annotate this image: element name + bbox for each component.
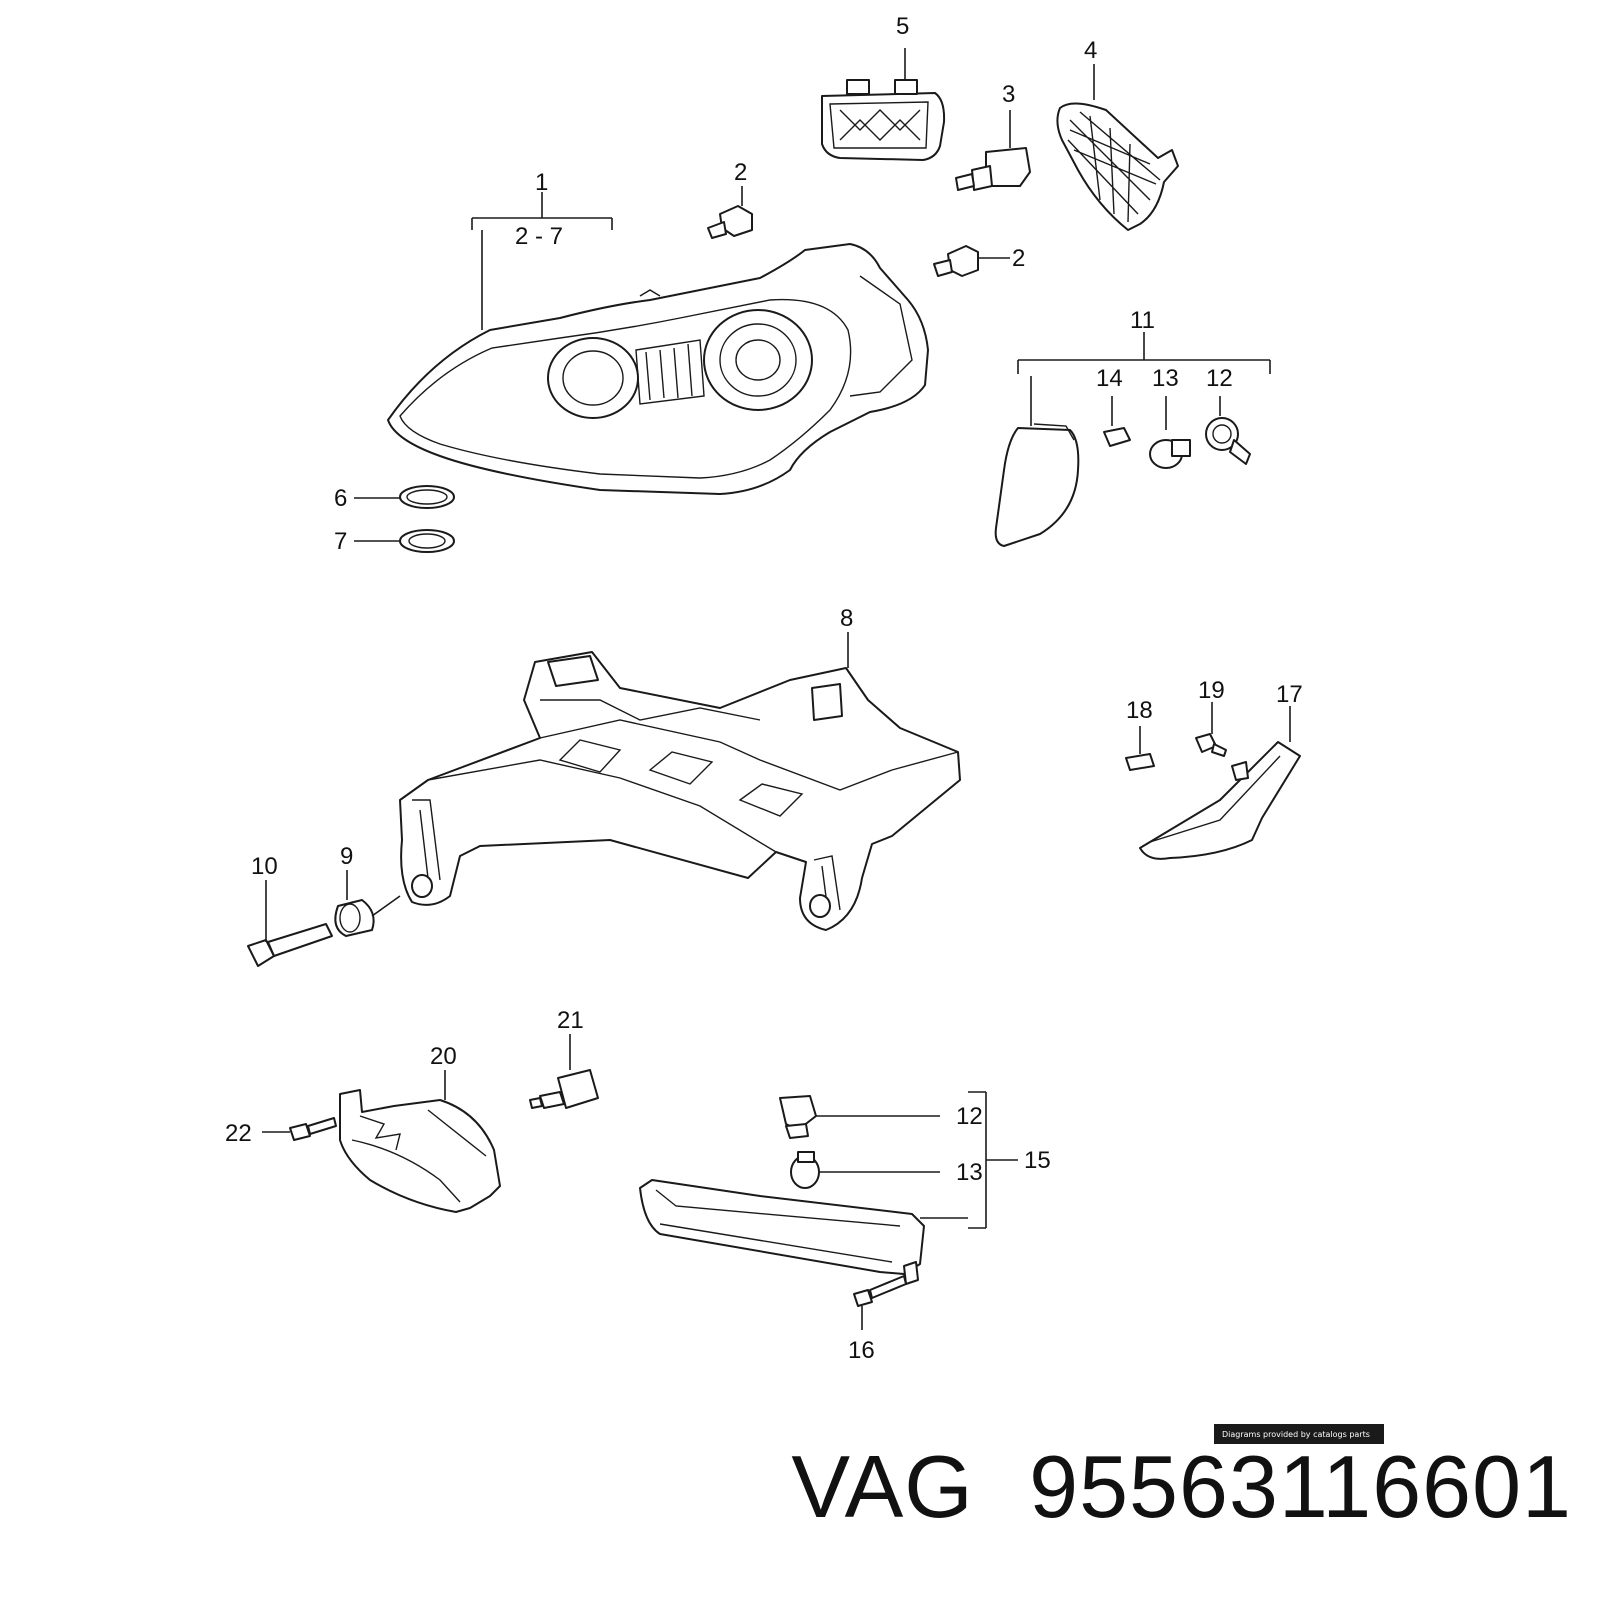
callout-2b: 2 (1012, 245, 1025, 272)
part-number: 95563116601 (1029, 1437, 1572, 1536)
callout-21: 21 (557, 1007, 584, 1034)
part-number-caption: VAG 95563116601 (791, 1443, 1572, 1531)
part-5-cover (821, 79, 946, 161)
callout-13b: 13 (956, 1159, 983, 1186)
callout-18: 18 (1126, 697, 1153, 724)
part-9-bushing (334, 870, 401, 937)
callout-22: 22 (225, 1120, 252, 1147)
callout-20: 20 (430, 1043, 457, 1070)
part-7-cap (354, 529, 455, 553)
part-21-bulb (529, 1034, 599, 1109)
callout-11: 11 (1130, 307, 1155, 334)
part-14-bulb (1103, 427, 1131, 447)
part-16-screw (853, 1275, 907, 1330)
callout-19: 19 (1198, 677, 1225, 704)
callout-6: 6 (334, 485, 347, 512)
callout-9: 9 (340, 843, 353, 870)
part-13-bulb (1149, 439, 1191, 469)
callout-15: 15 (1024, 1147, 1051, 1174)
part-22-screw (262, 1117, 337, 1141)
callout-10: 10 (251, 853, 278, 880)
credit-badge: Diagrams provided by catalogs parts (1214, 1424, 1384, 1444)
callout-16: 16 (848, 1337, 875, 1364)
part-6-cap (354, 485, 455, 509)
callout-labels: 5 4 3 2 2 1 2 - 7 6 7 11 14 13 12 8 18 1… (225, 13, 1303, 1364)
callout-1-bracket (471, 192, 613, 330)
part-15-lamp (639, 1179, 925, 1285)
part-12-socket (1205, 417, 1251, 465)
brand-name: VAG (791, 1437, 974, 1536)
callout-3: 3 (1002, 81, 1015, 108)
callout-5: 5 (896, 13, 909, 40)
callout-4: 4 (1084, 37, 1097, 64)
callout-1: 1 (535, 169, 548, 196)
part-20-fog-lamp (339, 1070, 501, 1213)
credit-text: Diagrams provided by catalogs parts (1222, 1430, 1370, 1439)
part-19-screw (1195, 702, 1227, 757)
part-18-bulb (1125, 726, 1155, 771)
callout-7: 7 (334, 528, 347, 555)
callout-15-bracket (812, 1091, 1018, 1229)
callout-12a: 12 (1206, 365, 1233, 392)
part-1-headlight (387, 243, 929, 495)
callout-11-bracket (1017, 332, 1271, 430)
part-2-bulb-a (707, 186, 753, 239)
part-13-bulb-b (790, 1151, 820, 1189)
callout-13a: 13 (1152, 365, 1179, 392)
part-11-indicator (994, 423, 1080, 547)
part-17-lamp (1139, 706, 1301, 860)
part-3-bulb (955, 110, 1031, 191)
part-4-grille (1056, 64, 1179, 231)
part-2-bulb-b (933, 245, 1010, 277)
part-8-frame (399, 632, 961, 931)
callout-17: 17 (1276, 681, 1303, 708)
callout-14: 14 (1096, 365, 1123, 392)
part-10-bolt (247, 880, 333, 967)
callout-1-range: 2 - 7 (515, 223, 563, 250)
callout-2a: 2 (734, 159, 747, 186)
callout-12b: 12 (956, 1103, 983, 1130)
callout-8: 8 (840, 605, 853, 632)
part-12-socket-b (779, 1095, 817, 1139)
